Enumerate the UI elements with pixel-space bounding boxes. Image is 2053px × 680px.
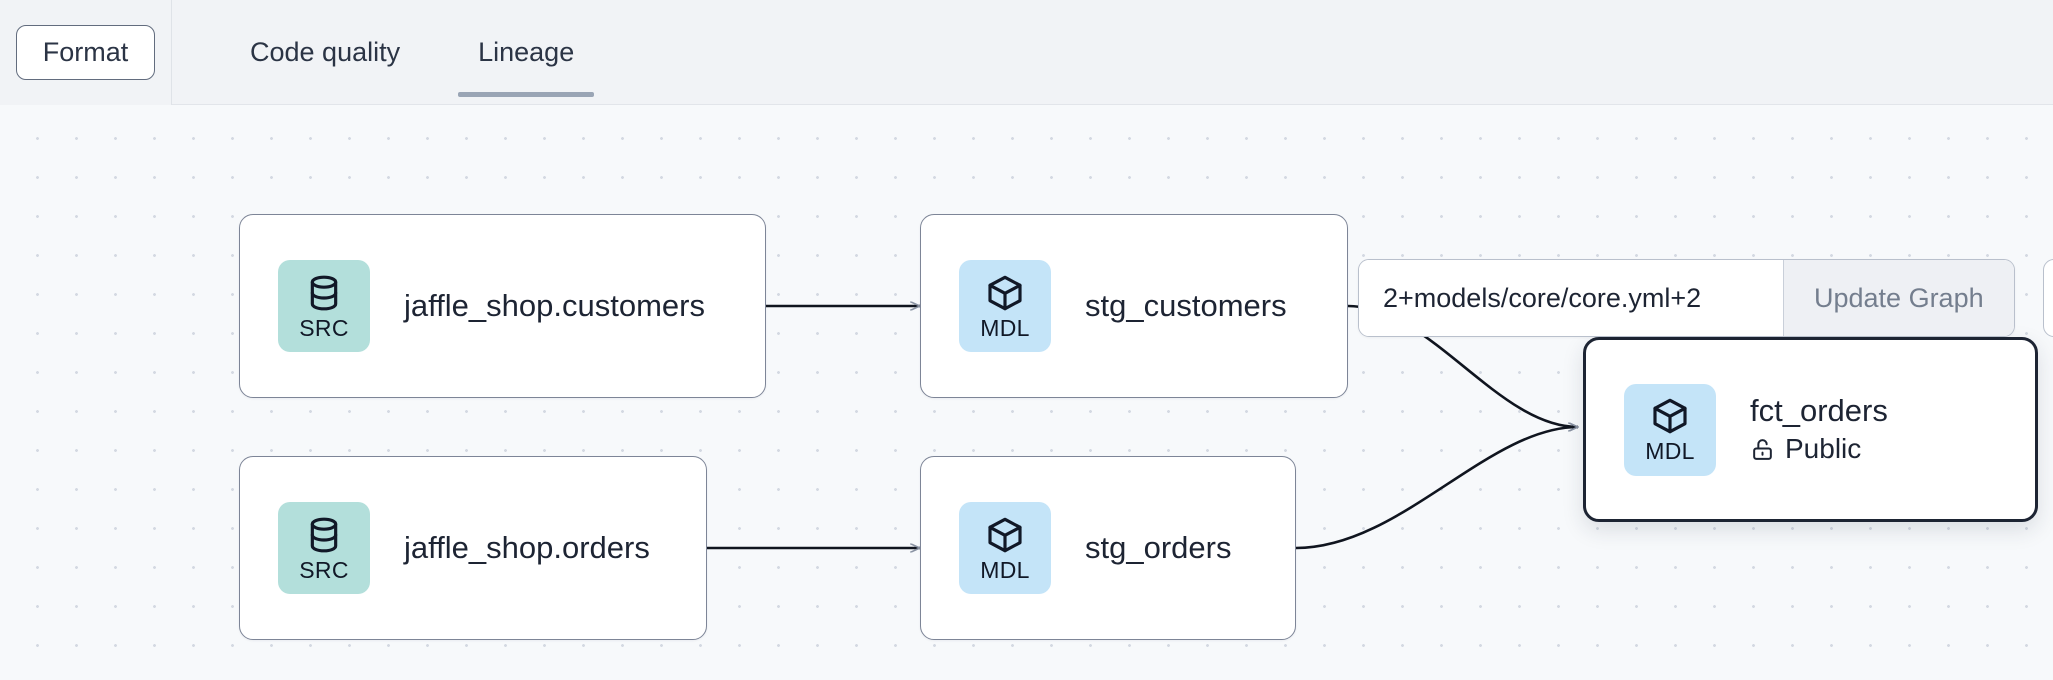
- badge-label: SRC: [299, 314, 349, 341]
- cube-icon: [988, 517, 1022, 552]
- format-button[interactable]: Format: [15, 24, 156, 80]
- node-text: stg_orders: [1085, 529, 1232, 565]
- node-title: jaffle_shop.orders: [404, 529, 650, 565]
- edge-stgorders-to-fctorders: [1295, 427, 1578, 550]
- node-text: jaffle_shop.customers: [404, 287, 705, 323]
- node-access-label: Public: [1785, 433, 1862, 465]
- mdl-badge: MDL: [959, 260, 1051, 352]
- badge-label: MDL: [980, 556, 1030, 583]
- database-icon: [310, 517, 338, 552]
- src-badge: SRC: [278, 260, 370, 352]
- tab-bar: Code quality Lineage: [172, 0, 595, 105]
- lineage-node-jaffle-shop-customers[interactable]: SRC jaffle_shop.customers: [239, 214, 766, 398]
- lineage-node-fct-orders[interactable]: MDL fct_orders Public: [1583, 337, 2038, 522]
- node-text: jaffle_shop.orders: [404, 529, 650, 565]
- database-icon: [310, 275, 338, 310]
- update-graph-button[interactable]: Update Graph: [1783, 260, 2014, 336]
- badge-label: MDL: [980, 314, 1030, 341]
- src-badge: SRC: [278, 502, 370, 594]
- lineage-node-jaffle-shop-orders[interactable]: SRC jaffle_shop.orders: [239, 456, 707, 640]
- graph-side-control[interactable]: [2043, 259, 2053, 337]
- badge-label: SRC: [299, 556, 349, 583]
- cube-icon: [988, 275, 1022, 310]
- tab-code-quality[interactable]: Code quality: [250, 36, 401, 67]
- node-title: stg_customers: [1085, 287, 1287, 323]
- node-title: jaffle_shop.customers: [404, 287, 705, 323]
- cube-icon: [1653, 398, 1687, 434]
- lineage-canvas[interactable]: SRC jaffle_shop.customers MDL stg_custom…: [0, 105, 2053, 680]
- lineage-node-stg-orders[interactable]: MDL stg_orders: [920, 456, 1296, 640]
- node-text: fct_orders Public: [1750, 393, 1888, 465]
- graph-selector-input[interactable]: [1359, 260, 1783, 336]
- unlock-icon: [1753, 439, 1772, 460]
- toolbar-header: Format Code quality Lineage: [0, 0, 2053, 105]
- node-title: fct_orders: [1750, 393, 1888, 429]
- mdl-badge: MDL: [1624, 383, 1716, 476]
- tab-lineage[interactable]: Lineage: [458, 0, 595, 105]
- node-access-row: Public: [1750, 433, 1888, 465]
- graph-selector-control: Update Graph: [1358, 259, 2015, 337]
- node-title: stg_orders: [1085, 529, 1232, 565]
- lineage-node-stg-customers[interactable]: MDL stg_customers: [920, 214, 1348, 398]
- mdl-badge: MDL: [959, 502, 1051, 594]
- badge-label: MDL: [1645, 438, 1695, 464]
- node-text: stg_customers: [1085, 287, 1287, 323]
- format-button-zone: Format: [0, 0, 172, 105]
